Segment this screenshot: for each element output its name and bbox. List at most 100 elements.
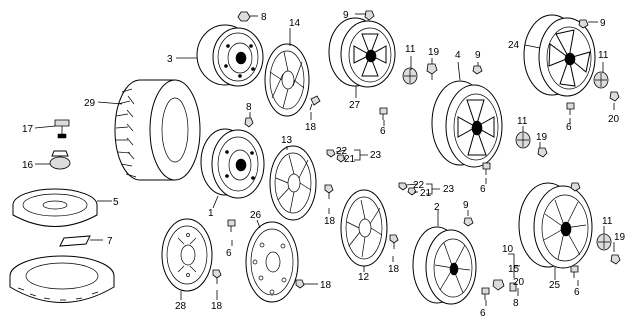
callout-label: 18 [324, 216, 336, 227]
callout-label: 11 [405, 44, 416, 55]
callout-label: 19 [614, 232, 626, 243]
callout-label: 14 [289, 18, 301, 29]
callout-label: 20 [608, 114, 620, 125]
valve-stem-icon [295, 279, 305, 289]
callout-label: 8 [246, 102, 252, 113]
callout-label: 12 [358, 272, 370, 283]
spare-wing-nut-icon [49, 150, 71, 170]
callout-label: 11 [598, 50, 609, 61]
valve-stem-icon [570, 265, 579, 278]
callout-label: 16 [22, 160, 34, 171]
lug-nut-icon [609, 91, 620, 102]
callout-label: 11 [602, 216, 613, 227]
callout-label: 19 [536, 132, 548, 143]
callout-label: 21 [344, 154, 356, 165]
steel-wheel-icon [200, 128, 265, 199]
valve-stem-icon [482, 162, 491, 175]
callout-label: 6 [480, 308, 486, 319]
alloy-wheel-icon [523, 14, 596, 97]
valve-stem-icon [212, 269, 222, 284]
callout-label: 21 [420, 188, 432, 199]
valve-stem-icon [389, 234, 399, 249]
valve-stem-icon [324, 184, 334, 199]
callout-label: 4 [455, 50, 461, 61]
alloy-wheel-icon [412, 226, 477, 305]
valve-stem-icon [578, 19, 589, 29]
callout-label: 22 [413, 180, 425, 191]
callout-label: 17 [22, 124, 34, 135]
callout-label: 8 [261, 12, 267, 23]
callout-label: 18 [388, 264, 400, 275]
wheel-cover-icon [340, 189, 388, 267]
callout-label: 27 [349, 100, 361, 111]
lug-nut-icon [492, 279, 517, 292]
bolt-icon [54, 119, 70, 139]
callout-label: 6 [574, 287, 580, 298]
valve-stem-icon [570, 182, 581, 192]
valve-stem-icon [364, 10, 375, 21]
callout-label: 18 [211, 301, 223, 312]
callout-label: 26 [250, 210, 262, 221]
wheel-cover-icon [264, 43, 310, 117]
center-cap-icon [402, 67, 418, 85]
lug-nut-icon [610, 254, 621, 265]
center-cap-icon [596, 233, 612, 251]
valve-stem-icon [309, 95, 321, 111]
callout-label: 8 [513, 298, 519, 309]
spare-tire-icon [9, 255, 115, 303]
alloy-wheel-icon [518, 182, 593, 269]
leader-lines [34, 13, 615, 306]
callout-label: 5 [113, 197, 119, 208]
callout-label: 19 [428, 47, 440, 58]
callout-label: 10 [502, 244, 514, 255]
alloy-wheel-icon [328, 17, 396, 88]
steel-wheel-icon [12, 188, 98, 227]
callout-labels: 8 14 3 9 27 11 19 4 9 24 9 11 20 29 8 17… [22, 10, 626, 319]
callout-label: 6 [480, 184, 486, 195]
callout-label: 23 [370, 150, 382, 161]
callout-label: 20 [513, 277, 525, 288]
callout-label: 18 [320, 280, 332, 291]
callout-label: 6 [380, 126, 386, 137]
alloy-wheel-icon [431, 80, 503, 168]
valve-stem-icon [379, 107, 388, 120]
callout-label: 24 [508, 40, 520, 51]
valve-stem-icon [227, 219, 236, 232]
tire-icon [114, 79, 201, 181]
lug-nut-icon [426, 63, 438, 80]
callout-label: 28 [175, 301, 187, 312]
clip-icon [237, 11, 251, 22]
callout-label: 25 [549, 280, 561, 291]
callout-label: 7 [107, 236, 113, 247]
callout-label: 15 [508, 264, 520, 275]
callout-label: 9 [343, 10, 349, 21]
callout-label: 6 [226, 248, 232, 259]
wheel-cover-icon [269, 145, 317, 221]
callout-label: 29 [84, 98, 96, 109]
callout-label: 9 [475, 50, 481, 61]
callout-label: 18 [305, 122, 317, 133]
lug-nut-icon [326, 149, 346, 163]
callout-label: 3 [167, 54, 173, 65]
callout-label: 11 [517, 116, 528, 127]
callout-label: 6 [566, 122, 572, 133]
wheel-cover-icon [245, 221, 299, 303]
callout-label: 13 [281, 135, 293, 146]
balance-weight-icon [244, 117, 254, 128]
valve-stem-icon [566, 102, 575, 115]
callout-label: 22 [336, 146, 348, 157]
wheel-cover-icon [161, 218, 213, 292]
valve-stem-icon [463, 217, 474, 227]
callout-label: 1 [208, 208, 214, 219]
steel-wheel-icon [196, 24, 264, 87]
center-cap-icon [593, 71, 609, 89]
callout-label: 9 [463, 200, 469, 211]
center-cap-icon [515, 131, 531, 149]
callout-label: 23 [443, 184, 455, 195]
valve-stem-icon [481, 287, 490, 300]
lug-nut-icon [398, 182, 417, 196]
lug-nut-icon [537, 147, 548, 158]
valve-stem-icon [472, 65, 483, 75]
callout-label: 9 [600, 18, 606, 29]
